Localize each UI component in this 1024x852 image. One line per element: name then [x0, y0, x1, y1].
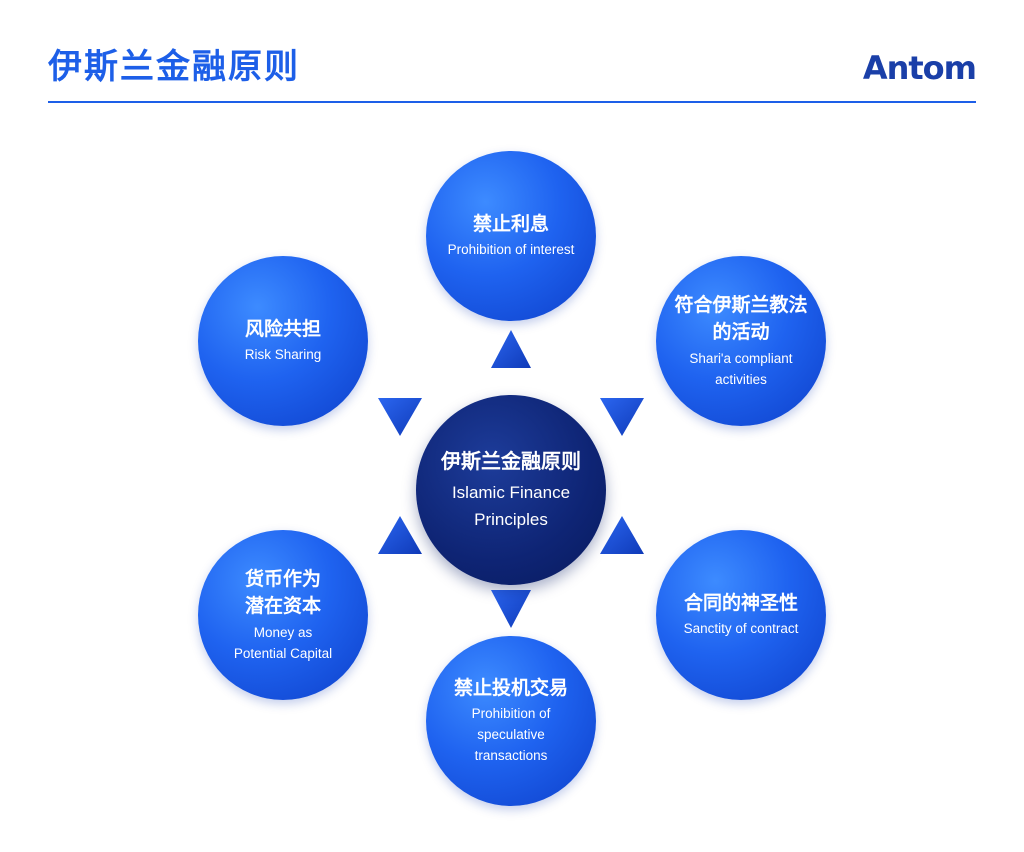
triangle-lower-left — [378, 516, 422, 554]
center-title-en-line1: Islamic Finance — [451, 483, 571, 503]
node-label-en: Sanctity of contract — [683, 621, 799, 637]
node-label-cn-line1: 货币作为 — [244, 567, 321, 590]
node-label-cn: 合同的神圣性 — [683, 591, 798, 614]
center-circle: 伊斯兰金融原则 Islamic Finance Principles — [416, 395, 606, 585]
node-label-en-line1: Prohibition of — [471, 706, 551, 722]
triangle-lower-right — [600, 516, 644, 554]
node-risk-sharing: 风险共担 Risk Sharing — [198, 256, 368, 426]
header-divider — [48, 101, 976, 103]
node-label-cn-line2: 潜在资本 — [244, 595, 321, 618]
node-sharia-compliant: 符合伊斯兰教法 的活动 Shari'a compliant activities — [656, 256, 826, 426]
node-prohibition-of-interest: 禁止利息 Prohibition of interest — [426, 151, 596, 321]
node-label-en-line3: transactions — [474, 748, 548, 764]
center-title-en-line2: Principles — [474, 509, 548, 529]
node-sanctity-of-contract: 合同的神圣性 Sanctity of contract — [656, 530, 826, 700]
node-label-en-line2: speculative — [477, 727, 545, 743]
triangle-upper-left — [378, 398, 422, 436]
node-label-en-line1: Shari'a compliant — [689, 350, 793, 366]
node-label-en-line2: Potential Capital — [233, 645, 333, 661]
node-label-en-line1: Money as — [253, 624, 313, 640]
center-title-cn: 伊斯兰金融原则 — [441, 449, 581, 474]
node-label-en: Risk Sharing — [244, 347, 322, 363]
node-prohibition-of-speculation: 禁止投机交易 Prohibition of speculative transa… — [426, 636, 596, 806]
node-label-cn: 风险共担 — [244, 317, 321, 340]
node-label-en-line2: activities — [715, 371, 767, 387]
triangle-top — [491, 330, 531, 368]
node-label-cn: 禁止利息 — [472, 212, 549, 235]
triangle-upper-right — [600, 398, 644, 436]
node-money-as-capital: 货币作为 潜在资本 Money as Potential Capital — [198, 530, 368, 700]
triangle-bottom — [491, 590, 531, 628]
node-label-cn-line2: 的活动 — [712, 321, 770, 344]
brand-logo: Antom — [862, 49, 977, 87]
node-label-cn-line1: 符合伊斯兰教法 — [674, 293, 808, 316]
node-label-cn: 禁止投机交易 — [453, 676, 568, 699]
page-title: 伊斯兰金融原则 — [48, 47, 300, 87]
node-label-en: Prohibition of interest — [447, 242, 575, 258]
